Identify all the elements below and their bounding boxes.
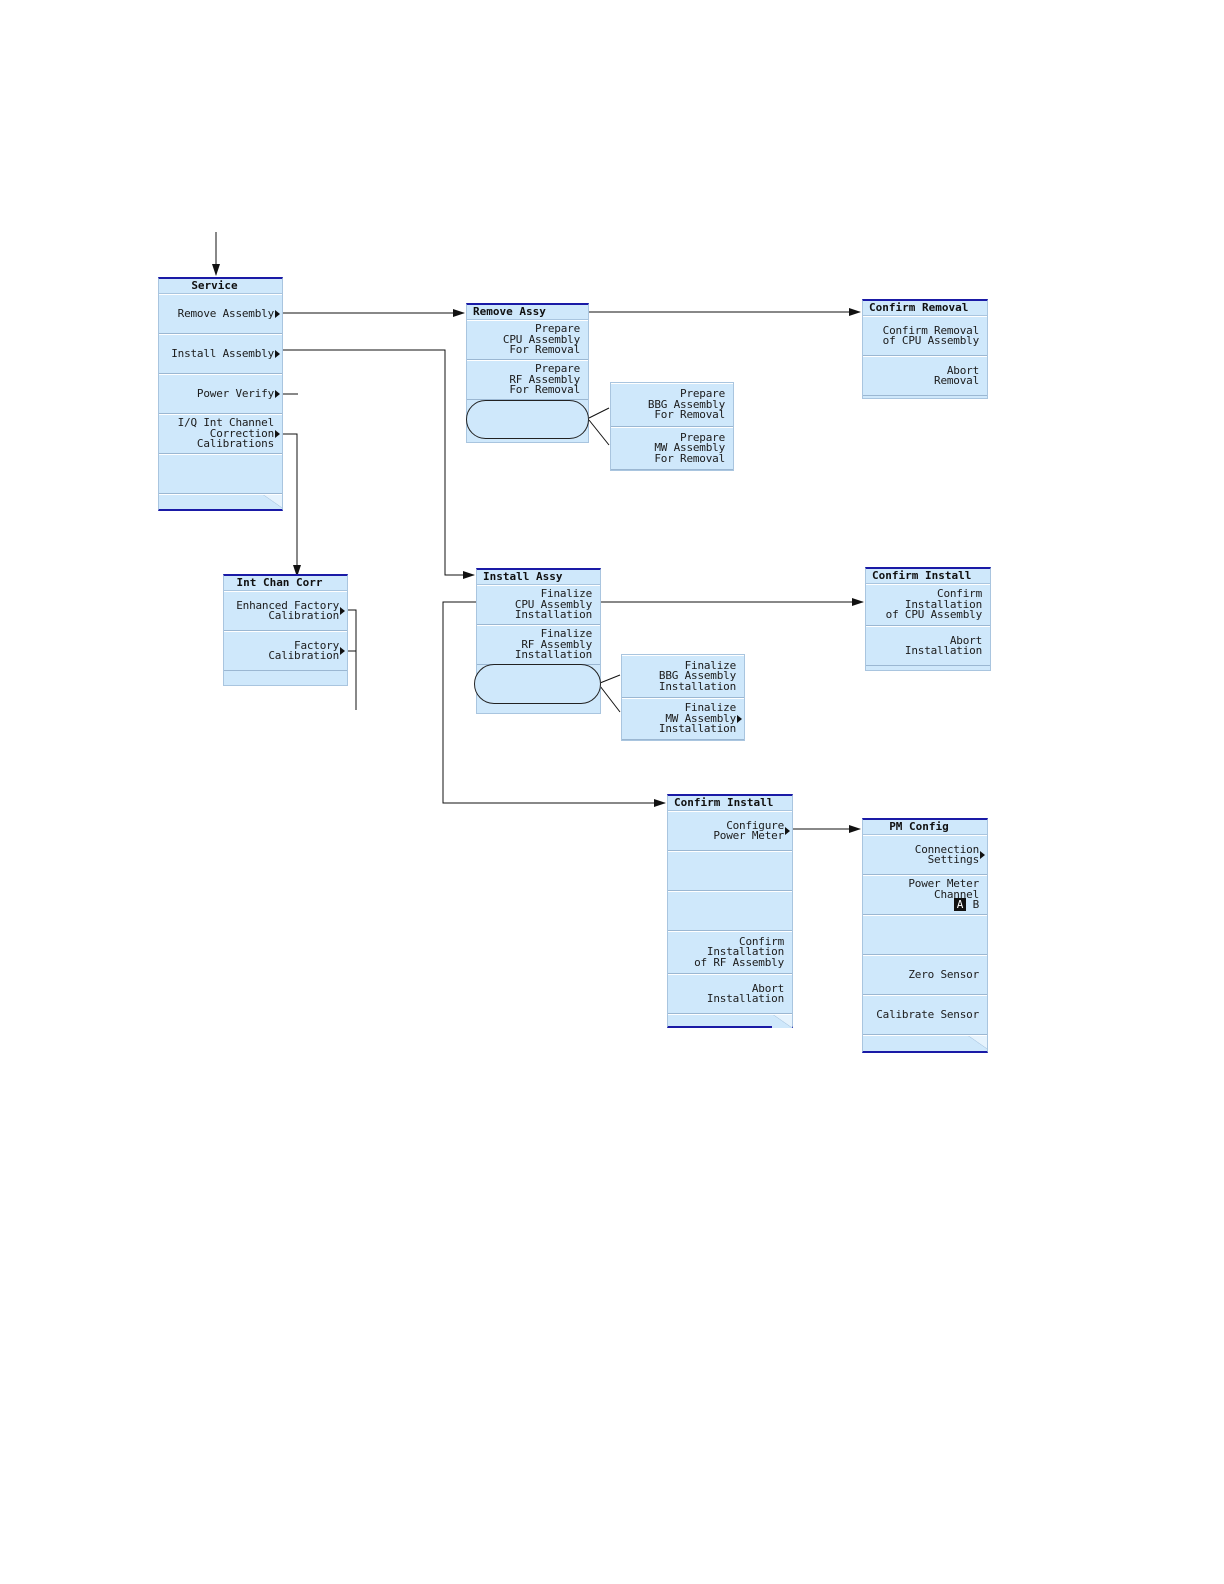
abort-removal-label: Abort Removal	[934, 363, 979, 387]
submenu-arrow-icon	[275, 390, 280, 398]
prepare-rf-removal-label: Prepare RF Assembly For Removal	[509, 362, 580, 397]
confirm-installation-cpu-key[interactable]: Confirm Installation of CPU Assembly	[866, 584, 990, 626]
prepare-mw-removal-label: Prepare MW Assembly For Removal	[654, 430, 725, 465]
confirm-install-cpu-title: Confirm Install	[866, 569, 990, 584]
finalize-rf-installation-label: Finalize RF Assembly Installation	[514, 627, 592, 662]
submenu-arrow-icon	[340, 647, 345, 655]
prepare-rf-removal-key[interactable]: Prepare RF Assembly For Removal	[467, 360, 588, 400]
finalize-bbg-installation-key[interactable]: Finalize BBG Assembly Installation	[622, 655, 744, 698]
power-meter-channel-label: Power Meter Channel	[908, 877, 979, 901]
submenu-arrow-icon	[275, 350, 280, 358]
confirm-removal-cpu-key[interactable]: Confirm Removal of CPU Assembly	[863, 316, 987, 356]
confirm-installation-rf-key[interactable]: Confirm Installation of RF Assembly	[668, 931, 792, 974]
submenu-arrow-icon	[785, 827, 790, 835]
finalize-cpu-installation-key[interactable]: Finalize CPU Assembly Installation	[477, 585, 600, 625]
confirm-install-rf-title: Confirm Install	[668, 796, 792, 811]
confirm-installation-rf-label: Confirm Installation of RF Assembly	[694, 934, 784, 969]
enhanced-factory-calibration-label: Enhanced Factory Calibration	[236, 598, 339, 622]
zero-sensor-key[interactable]: Zero Sensor	[863, 955, 987, 995]
connection-settings-label: Connection Settings	[914, 842, 979, 866]
prepare-mw-removal-key[interactable]: Prepare MW Assembly For Removal	[611, 427, 733, 470]
submenu-arrow-icon	[275, 310, 280, 318]
install-assembly-label: Install Assembly	[171, 346, 274, 360]
submenu-arrow-icon	[980, 851, 985, 859]
power-verify-label: Power Verify	[196, 386, 274, 400]
calibrate-sensor-label: Calibrate Sensor	[876, 1007, 979, 1021]
empty-key[interactable]	[159, 454, 282, 494]
abort-installation-rf-label: Abort Installation	[706, 981, 784, 1005]
channel-toggle: A B	[953, 898, 980, 912]
finalize-mw-installation-label: Finalize MW Assembly Installation	[658, 701, 736, 736]
factory-calibration-label: Factory Calibration	[268, 638, 339, 662]
service-menu: Service Remove Assembly Install Assembly…	[158, 277, 283, 511]
prepare-bbg-removal-label: Prepare BBG Assembly For Removal	[647, 387, 725, 422]
install-sub-keys: Finalize BBG Assembly Installation Final…	[621, 654, 745, 741]
configure-power-meter-key[interactable]: Configure Power Meter	[668, 811, 792, 851]
channel-option-a: A	[953, 898, 967, 912]
confirm-installation-cpu-label: Confirm Installation of CPU Assembly	[885, 587, 983, 622]
channel-option-b: B	[972, 898, 980, 912]
confirm-install-cpu-menu: Confirm Install Confirm Installation of …	[865, 567, 991, 671]
remove-assy-title: Remove Assy	[467, 305, 588, 320]
empty-key-3[interactable]	[668, 891, 792, 931]
finalize-mw-installation-key[interactable]: Finalize MW Assembly Installation	[622, 698, 744, 740]
prepare-bbg-removal-key[interactable]: Prepare BBG Assembly For Removal	[611, 383, 733, 427]
int-chan-corr-title: Int Chan Corr	[224, 576, 347, 591]
menu-footer	[159, 494, 282, 508]
zero-sensor-label: Zero Sensor	[908, 967, 979, 981]
enhanced-factory-calibration-key[interactable]: Enhanced Factory Calibration	[224, 591, 347, 631]
confirm-install-rf-menu: Confirm Install Configure Power Meter Co…	[667, 794, 793, 1028]
confirm-removal-title: Confirm Removal	[863, 301, 987, 316]
menu-footer	[863, 1035, 987, 1049]
finalize-cpu-installation-label: Finalize CPU Assembly Installation	[514, 587, 592, 622]
prepare-cpu-removal-key[interactable]: Prepare CPU Assembly For Removal	[467, 320, 588, 360]
empty-key-2[interactable]	[668, 851, 792, 891]
remove-sub-keys: Prepare BBG Assembly For Removal Prepare…	[610, 382, 734, 471]
abort-removal-key[interactable]: Abort Removal	[863, 356, 987, 396]
remove-assembly-label: Remove Assembly	[177, 306, 275, 320]
prepare-cpu-removal-label: Prepare CPU Assembly For Removal	[502, 322, 580, 357]
submenu-arrow-icon	[737, 715, 742, 723]
finalize-rf-installation-key[interactable]: Finalize RF Assembly Installation	[477, 625, 600, 665]
remove-more-oval	[466, 400, 589, 439]
iq-int-channel-calibrations-key[interactable]: I/Q Int Channel Correction Calibrations	[159, 414, 282, 454]
confirm-removal-menu: Confirm Removal Confirm Removal of CPU A…	[862, 299, 988, 399]
finalize-bbg-installation-label: Finalize BBG Assembly Installation	[658, 658, 736, 693]
remove-assembly-key[interactable]: Remove Assembly	[159, 294, 282, 334]
empty-key-4[interactable]	[863, 915, 987, 955]
abort-installation-rf-key[interactable]: Abort Installation	[668, 974, 792, 1014]
power-verify-key[interactable]: Power Verify	[159, 374, 282, 414]
install-more-oval	[474, 664, 601, 704]
int-chan-corr-menu: Int Chan Corr Enhanced Factory Calibrati…	[223, 574, 348, 686]
calibrate-sensor-key[interactable]: Calibrate Sensor	[863, 995, 987, 1035]
install-assembly-key[interactable]: Install Assembly	[159, 334, 282, 374]
menu-footer	[668, 1014, 792, 1028]
factory-calibration-key[interactable]: Factory Calibration	[224, 631, 347, 671]
confirm-removal-cpu-label: Confirm Removal of CPU Assembly	[882, 323, 980, 347]
pm-config-menu: PM Config Connection Settings Power Mete…	[862, 818, 988, 1053]
connection-settings-key[interactable]: Connection Settings	[863, 835, 987, 875]
pm-config-title: PM Config	[863, 820, 987, 835]
iq-int-channel-calibrations-label: I/Q Int Channel Correction Calibrations	[177, 416, 275, 451]
abort-installation-cpu-key[interactable]: Abort Installation	[866, 626, 990, 666]
submenu-arrow-icon	[340, 607, 345, 615]
configure-power-meter-label: Configure Power Meter	[713, 818, 784, 842]
power-meter-channel-key[interactable]: Power Meter Channel A B	[863, 875, 987, 915]
submenu-arrow-icon	[275, 430, 280, 438]
install-assy-title: Install Assy	[477, 570, 600, 585]
service-menu-title: Service	[159, 279, 282, 294]
abort-installation-cpu-label: Abort Installation	[904, 633, 982, 657]
